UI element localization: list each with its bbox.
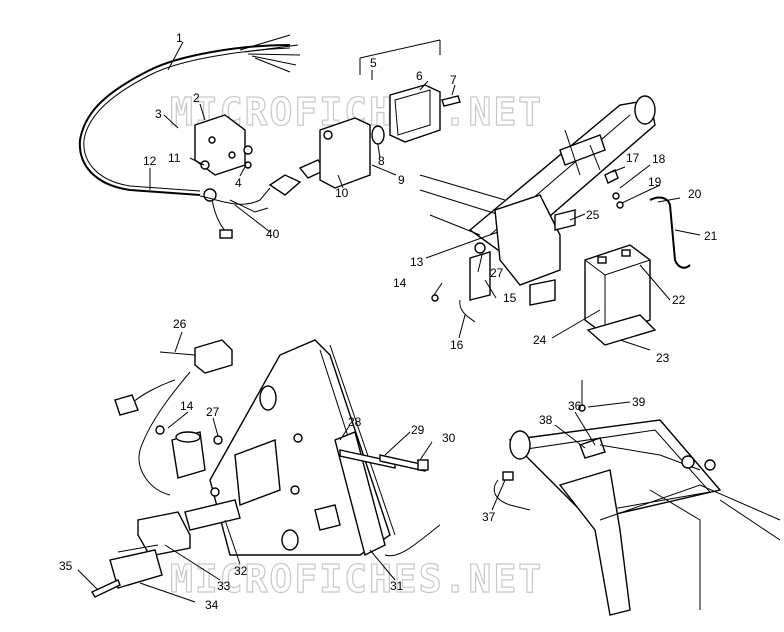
- callout-6: 6: [416, 69, 423, 83]
- callout-22: 22: [672, 293, 686, 307]
- callout-15: 15: [503, 291, 517, 305]
- callout-labels: 1 2 3 4 5 6 7 8 9 10 11 12 13 14 15 16 1…: [59, 31, 718, 612]
- callout-33: 33: [217, 579, 231, 593]
- callout-14b: 14: [180, 399, 194, 413]
- callout-12: 12: [143, 154, 157, 168]
- leaders-top-right: [425, 164, 701, 351]
- callout-19: 19: [648, 175, 662, 189]
- ignition-coil: [155, 425, 223, 479]
- callout-5: 5: [370, 56, 377, 70]
- bolts-bottom-left: [90, 449, 429, 598]
- callout-23: 23: [656, 351, 670, 365]
- callout-17: 17: [626, 151, 640, 165]
- callout-32: 32: [234, 564, 248, 578]
- cdi-box: [109, 499, 241, 589]
- callout-40: 40: [266, 227, 280, 241]
- callout-21: 21: [704, 229, 718, 243]
- callout-35: 35: [59, 559, 73, 573]
- leaders-bottom-right: [491, 401, 631, 511]
- callout-7: 7: [450, 73, 457, 87]
- callout-25: 25: [586, 208, 600, 222]
- callout-9: 9: [398, 173, 405, 187]
- callout-18: 18: [652, 152, 666, 166]
- callout-20: 20: [688, 187, 702, 201]
- callout-24: 24: [533, 333, 547, 347]
- callout-39: 39: [632, 395, 646, 409]
- electrical-panel: [209, 339, 441, 557]
- callout-28: 28: [348, 415, 362, 429]
- lower-frame: [493, 380, 781, 616]
- callout-29: 29: [411, 423, 425, 437]
- watermark-bottom: MICROFICHES.NET: [170, 557, 543, 601]
- callout-8: 8: [378, 154, 385, 168]
- callout-3: 3: [155, 107, 162, 121]
- callout-27a: 27: [490, 266, 504, 280]
- battery-bracket: [431, 194, 576, 323]
- callout-27b: 27: [206, 405, 220, 419]
- callout-26: 26: [173, 317, 187, 331]
- callout-34: 34: [205, 598, 219, 612]
- mount-plate: [194, 114, 253, 176]
- callout-4: 4: [235, 176, 242, 190]
- callout-1: 1: [176, 31, 183, 45]
- callout-31: 31: [390, 579, 404, 593]
- callout-38: 38: [539, 413, 553, 427]
- callout-13: 13: [410, 255, 424, 269]
- battery-cables: [604, 169, 691, 269]
- callout-37: 37: [482, 510, 496, 524]
- callout-2: 2: [193, 91, 200, 105]
- callout-14a: 14: [393, 276, 407, 290]
- callout-16: 16: [450, 338, 464, 352]
- callout-30: 30: [442, 431, 456, 445]
- tail-light: [319, 39, 461, 189]
- callout-36: 36: [568, 399, 582, 413]
- callout-10: 10: [335, 186, 349, 200]
- battery: [584, 244, 657, 346]
- leaders-bottom-left: [77, 331, 433, 603]
- wiring-harness: [78, 34, 301, 239]
- callout-11: 11: [168, 151, 181, 165]
- voltage-regulator: [114, 339, 233, 496]
- leaders-top-left: [149, 41, 456, 233]
